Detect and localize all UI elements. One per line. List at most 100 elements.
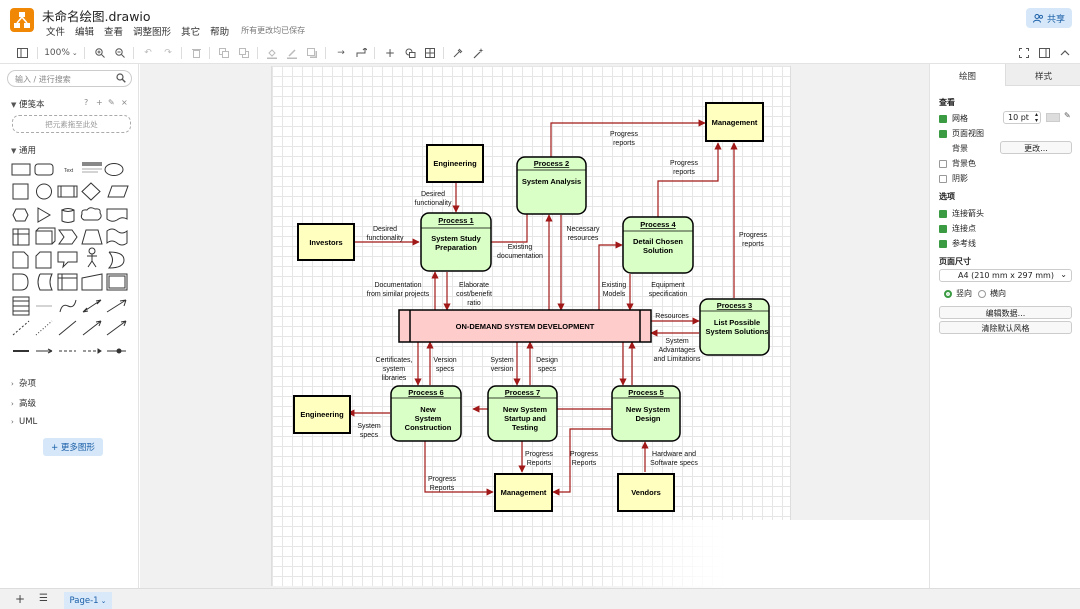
shape-delay[interactable] [12,273,29,291]
shape-step[interactable] [58,229,78,245]
edge-p4-to-management[interactable] [657,142,722,217]
panel-toggle-icon[interactable] [1037,46,1051,60]
clear-default-style-button[interactable]: 清除默认风格 [939,321,1072,334]
shape-container[interactable] [12,228,30,246]
shape-callout[interactable] [57,251,78,269]
more-shapes-button[interactable]: + 更多图形 [43,438,103,456]
background-color-checkbox[interactable] [939,159,947,168]
shape-heading-text[interactable] [82,162,102,166]
shape-rounded-rectangle[interactable] [34,163,54,176]
guides-option[interactable]: 参考线 [939,238,976,249]
change-background-button[interactable]: 更改... [1000,141,1072,154]
advanced-section-header[interactable]: ›高级 [11,397,36,409]
zoom-in-icon[interactable] [93,46,107,60]
to-front-icon[interactable] [217,46,231,60]
help-icon[interactable]: ? [84,98,89,107]
shape-ellipse[interactable] [104,163,124,176]
shape-text[interactable]: Text [64,168,74,174]
guides-checkbox[interactable] [939,239,947,248]
connection-arrows-checkbox[interactable] [939,209,947,218]
menu-help[interactable]: 帮助 [210,27,230,38]
process-3[interactable]: Process 3 List Possible System Solutions [699,298,770,356]
edge-p5-to-management[interactable] [552,428,611,496]
close-icon[interactable]: × [121,98,128,107]
shape-document[interactable] [106,208,128,222]
shape-triangle[interactable] [37,207,51,223]
edit-icon[interactable]: ✎ [108,98,115,107]
uml-section-header[interactable]: ›UML [11,417,37,427]
connection-arrows-option[interactable]: 连接箭头 [939,208,984,219]
insert-plus-icon[interactable]: + [384,46,396,60]
magic-wand-icon[interactable] [471,46,485,60]
share-button[interactable]: 共享 [1026,8,1072,28]
scratchpad-header[interactable]: ▼便笺本 [11,98,45,110]
to-back-icon[interactable] [237,46,251,60]
undo-icon[interactable]: ↶ [144,48,152,58]
add-icon[interactable]: + [96,98,103,107]
shape-frame[interactable] [106,273,128,291]
add-page-icon[interactable]: + [15,592,26,606]
tab-style[interactable]: 样式 [1005,64,1080,86]
shape-rectangle[interactable] [11,163,31,176]
shape-circle[interactable] [36,183,52,200]
shape-dashed-line[interactable] [12,320,30,336]
background-color-option[interactable]: 背景色 [939,158,976,169]
shape-card[interactable] [35,251,52,269]
format-painter-icon[interactable] [451,46,465,60]
entity-vendors[interactable]: Vendors [617,473,675,512]
menu-arrange[interactable]: 调整图形 [133,27,172,38]
connection-points-option[interactable]: 连接点 [939,223,976,234]
fullscreen-icon[interactable] [1017,46,1031,60]
drawing-canvas[interactable]: Management Engineering Investors Enginee… [140,64,929,588]
edit-data-button[interactable]: 编辑数据... [939,306,1072,319]
shape-manual-input[interactable] [81,273,103,291]
shape-hexagon[interactable] [12,208,29,222]
process-6[interactable]: Process 6 New System Construction [390,385,462,442]
general-section-header[interactable]: ▼通用 [11,144,36,156]
process-4[interactable]: Process 4 Detail Chosen Solution [622,216,694,274]
process-2[interactable]: Process 2 System Analysis [516,156,587,215]
shadow-checkbox[interactable] [939,174,947,183]
scratchpad-dropzone[interactable]: 把元素拖至此处 [12,115,131,133]
fill-color-icon[interactable] [265,46,279,60]
grid-size-input[interactable]: 10 pt▴▾ [1003,111,1041,124]
process-5[interactable]: Process 5 New System Design [611,385,681,442]
shape-process[interactable] [57,185,78,198]
connection-points-checkbox[interactable] [939,224,947,233]
shape-search-input[interactable]: 输入 / 进行搜索 [7,70,132,87]
collapse-chevron-icon[interactable] [1058,46,1072,60]
format-panel-toggle-icon[interactable] [15,46,29,60]
shape-arrow-line[interactable] [106,299,127,313]
grid-color-swatch[interactable] [1046,113,1060,122]
shape-internal-storage[interactable] [57,273,78,291]
process-7[interactable]: Process 7 New System Startup and Testing [487,385,558,442]
page-view-checkbox[interactable] [939,129,947,138]
shape-dotted-line[interactable] [35,320,53,336]
shape-data-storage[interactable] [37,273,53,291]
redo-icon[interactable]: ↷ [164,48,172,58]
connection-arrow-icon[interactable]: → [337,48,345,58]
central-system-block[interactable]: ON-DEMAND SYSTEM DEVELOPMENT [398,309,652,343]
shape-curve[interactable] [59,299,77,313]
entity-investors[interactable]: Investors [297,223,355,261]
insert-shape-icon[interactable] [403,46,417,60]
shape-cloud[interactable] [80,207,102,221]
insert-table-icon[interactable] [423,46,437,60]
tab-diagram[interactable]: 绘图 [930,64,1005,86]
edge-p2-to-management[interactable] [550,119,706,158]
page-size-select[interactable]: A4 (210 mm x 297 mm)⌄ [939,269,1072,282]
shape-square[interactable] [12,183,29,200]
delete-icon[interactable] [189,46,203,60]
landscape-radio[interactable] [978,289,986,298]
misc-section-header[interactable]: ›杂项 [11,377,36,389]
shape-tape[interactable] [106,228,128,246]
shadow-icon[interactable] [305,46,319,60]
edge-system-to-p4[interactable] [598,241,623,310]
edge-p6-to-management[interactable] [424,440,494,496]
page-view-option[interactable]: 页面视图 [939,128,984,139]
shape-connector[interactable] [36,348,53,354]
shape-line[interactable] [58,320,77,336]
grid-checkbox[interactable] [939,114,947,123]
menu-view[interactable]: 查看 [104,27,124,38]
shape-cylinder[interactable] [60,208,75,223]
